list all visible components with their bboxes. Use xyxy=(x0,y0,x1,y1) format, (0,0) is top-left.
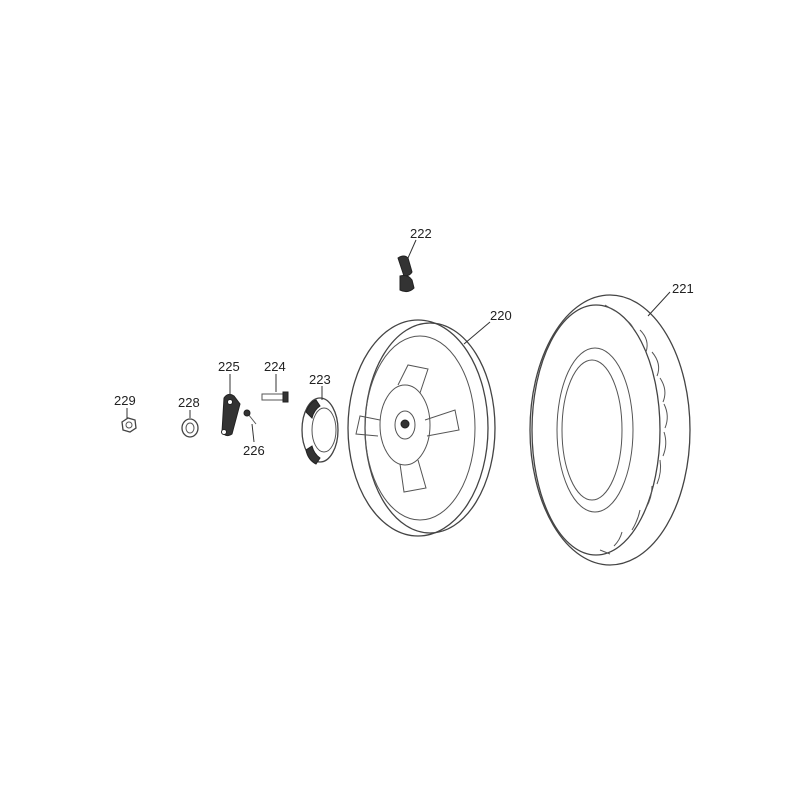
callout-226: 226 xyxy=(243,443,265,458)
brake-arm-icon xyxy=(221,393,241,437)
callout-225: 225 xyxy=(218,359,240,374)
leader-lines xyxy=(126,239,671,443)
small-bolt-icon xyxy=(243,409,257,425)
callout-228: 228 xyxy=(178,395,200,410)
callout-224: 224 xyxy=(264,359,286,374)
valve-stem-icon xyxy=(397,255,415,293)
brake-drum-cover-icon xyxy=(301,397,339,465)
tire-icon xyxy=(529,294,691,566)
axle-bolt-icon xyxy=(261,391,289,403)
wheel-rim-icon xyxy=(347,319,496,537)
callout-229: 229 xyxy=(114,393,136,408)
collar-icon xyxy=(181,418,199,438)
callout-223: 223 xyxy=(309,372,331,387)
nut-icon xyxy=(121,417,137,433)
callout-220: 220 xyxy=(490,308,512,323)
callout-222: 222 xyxy=(410,226,432,241)
callout-221: 221 xyxy=(672,281,694,296)
